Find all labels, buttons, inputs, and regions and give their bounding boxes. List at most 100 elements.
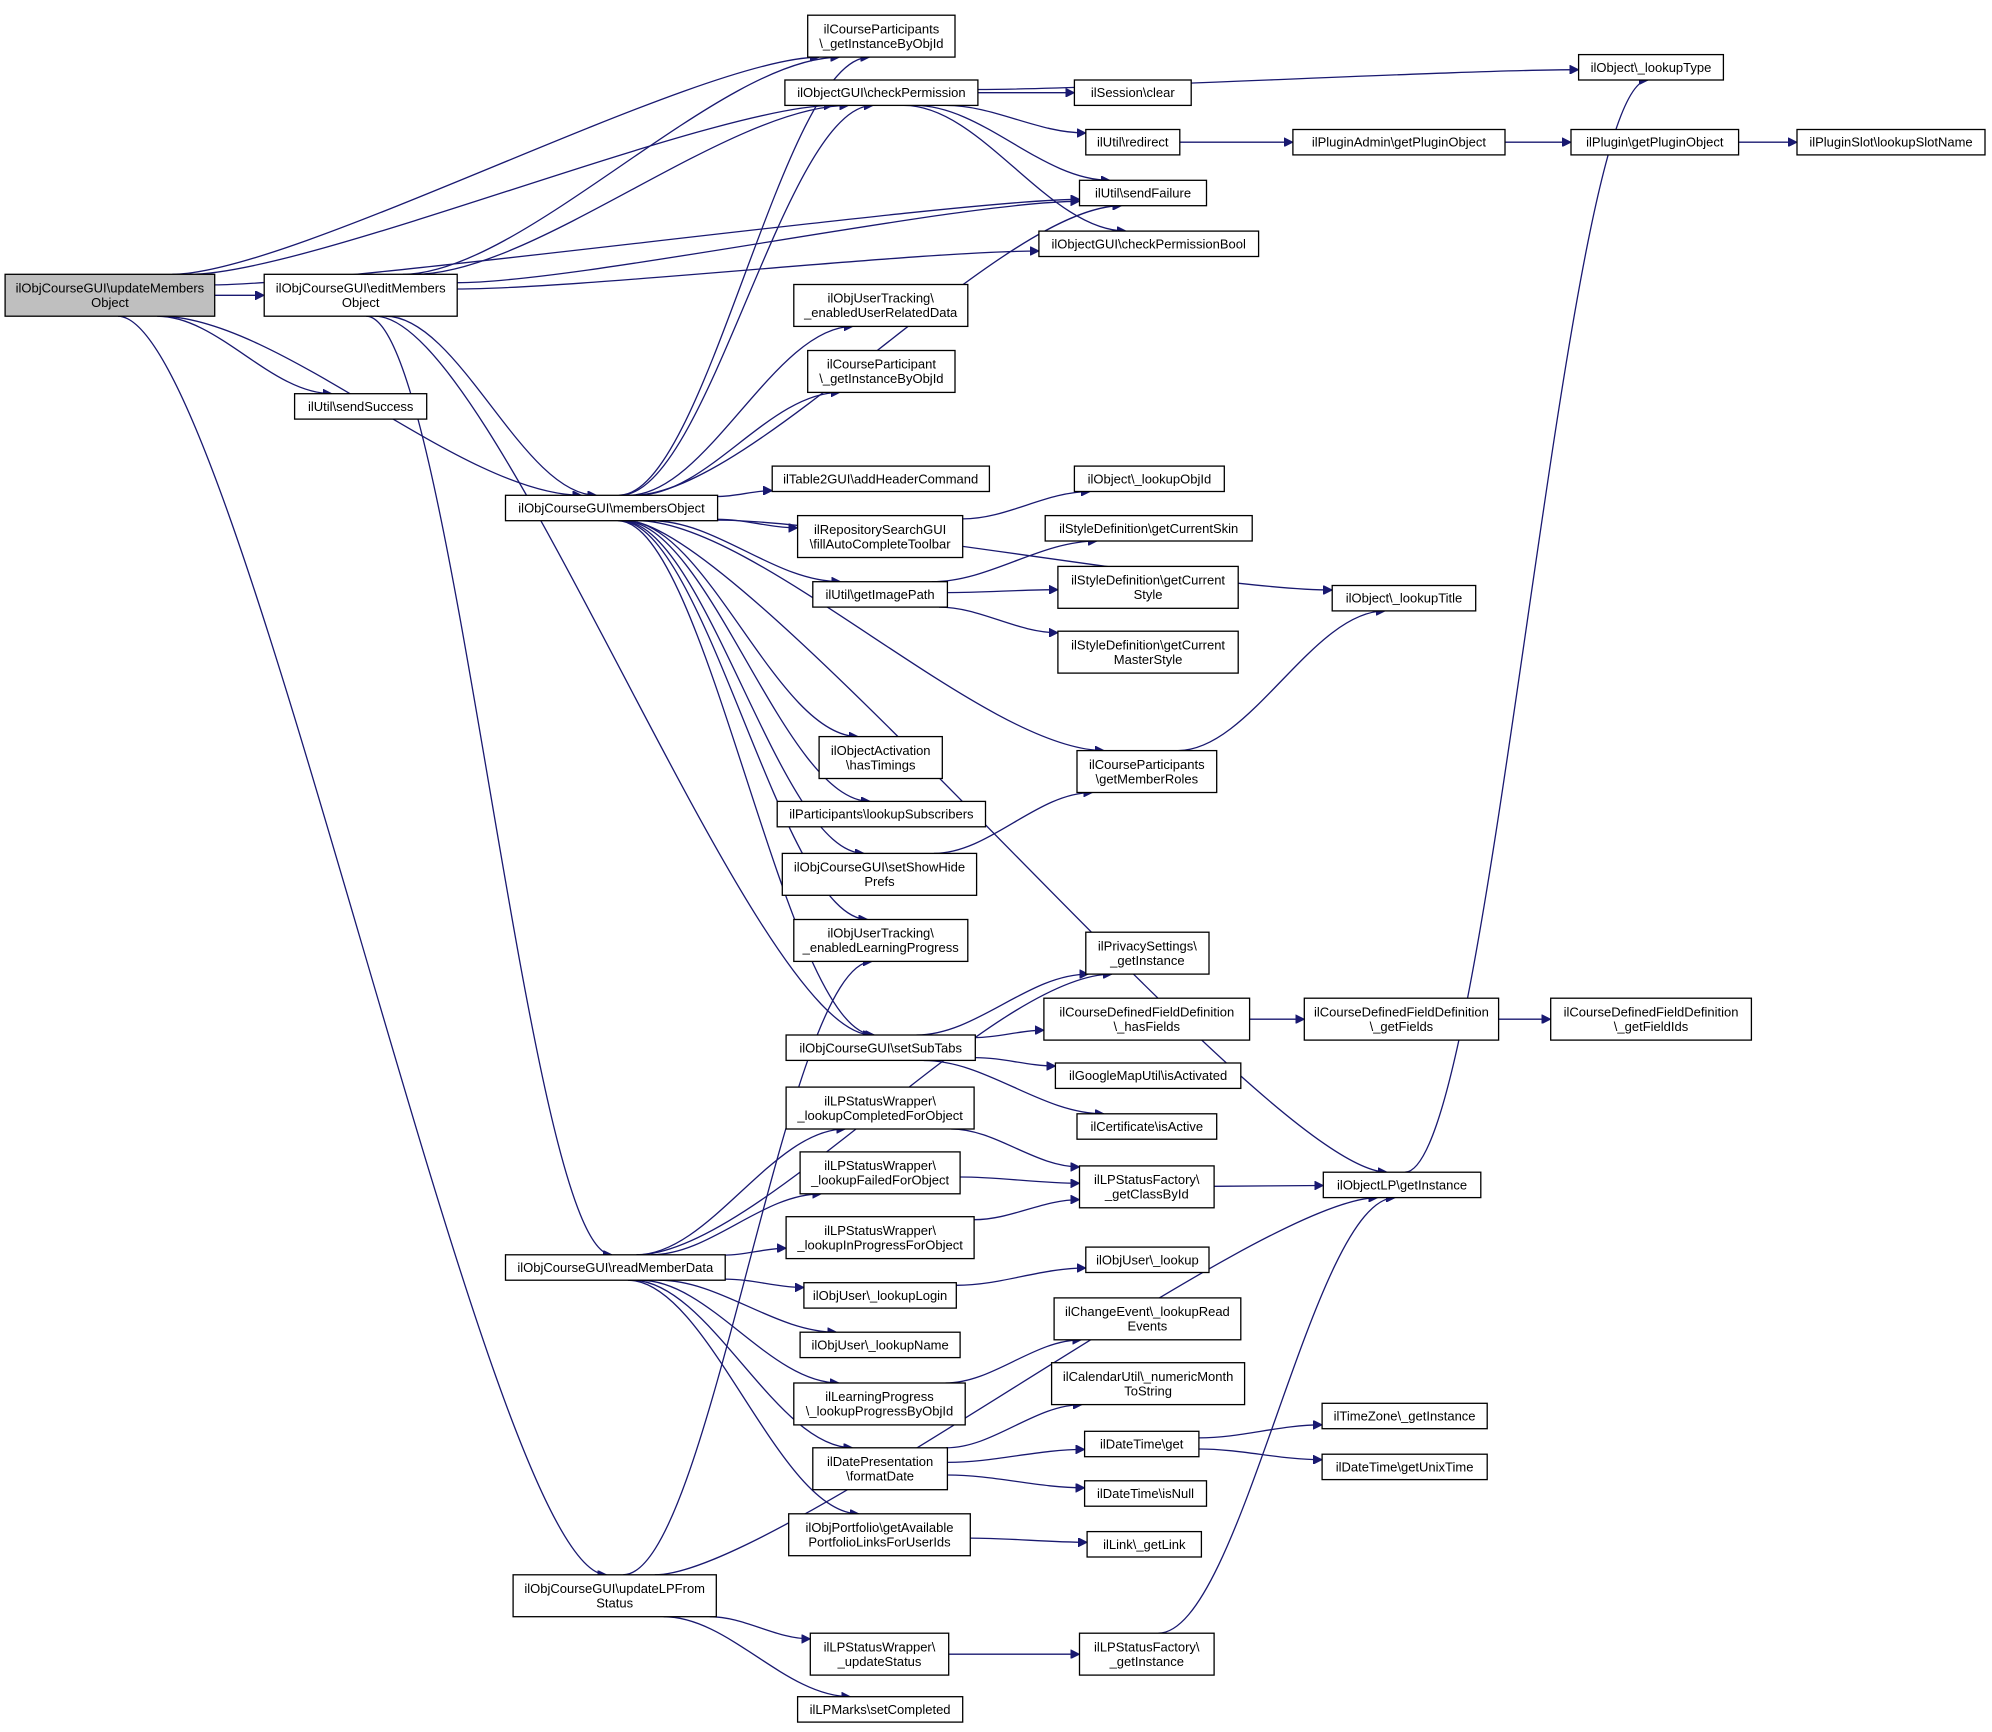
edge-n1-to-n31 bbox=[457, 251, 1039, 290]
edge-n12-to-n34 bbox=[947, 590, 1058, 593]
edge-n3-to-n50 bbox=[717, 519, 1333, 590]
function-node[interactable]: ilDateTime\getUnixTime bbox=[1321, 1453, 1488, 1481]
function-node[interactable]: ilObjectGUI\checkPermission bbox=[784, 79, 979, 107]
node-label-line: ilLPStatusWrapper\ bbox=[824, 1093, 936, 1108]
node-box bbox=[293, 393, 428, 420]
function-node[interactable]: ilLPStatusWrapper\_lookupFailedForObject bbox=[799, 1151, 961, 1195]
function-node[interactable]: ilObjectActivation\hasTimings bbox=[818, 735, 943, 780]
node-box bbox=[1078, 1165, 1215, 1209]
function-node[interactable]: ilLearningProgress\_lookupProgressByObjI… bbox=[793, 1382, 966, 1426]
function-node[interactable]: ilLPStatusFactory\_getInstance bbox=[1078, 1632, 1215, 1676]
function-node[interactable]: ilPluginSlot\lookupSlotName bbox=[1796, 128, 1986, 156]
edge-n17-to-n39 bbox=[975, 1056, 1055, 1066]
function-node[interactable]: ilObjPortfolio\getAvailablePortfolioLink… bbox=[788, 1513, 971, 1557]
edge-n4-to-n22 bbox=[658, 1279, 837, 1332]
node-label-line: ilLearningProgress bbox=[825, 1389, 934, 1404]
function-node[interactable]: ilPluginAdmin\getPluginObject bbox=[1292, 128, 1506, 156]
node-box bbox=[1085, 128, 1181, 156]
edge-n5-to-n27 bbox=[663, 1616, 851, 1697]
node-box bbox=[1073, 465, 1225, 493]
function-node[interactable]: ilObject\_lookupTitle bbox=[1331, 584, 1477, 612]
function-node[interactable]: ilLPStatusWrapper\_lookupInProgressForOb… bbox=[785, 1216, 975, 1260]
function-node[interactable]: ilLPStatusWrapper\_lookupCompletedForObj… bbox=[785, 1086, 975, 1130]
function-node[interactable]: ilGoogleMapUtil\isActivated bbox=[1054, 1062, 1242, 1090]
function-node[interactable]: ilPrivacySettings\_getInstance bbox=[1085, 931, 1210, 975]
function-node[interactable]: ilObjCourseGUI\readMemberData bbox=[504, 1254, 726, 1281]
function-node[interactable]: ilObject\_lookupType bbox=[1577, 53, 1725, 81]
function-node[interactable]: ilObjCourseGUI\membersObject bbox=[504, 494, 719, 522]
function-node[interactable]: ilCourseDefinedFieldDefinition\_getField… bbox=[1303, 997, 1500, 1041]
function-node[interactable]: ilUtil\redirect bbox=[1085, 128, 1181, 156]
edge-n1-to-n4 bbox=[366, 315, 612, 1255]
function-node[interactable]: ilObjectGUI\checkPermissionBool bbox=[1038, 230, 1260, 258]
function-node[interactable]: ilCourseParticipant\_getInstanceByObjId bbox=[807, 349, 956, 394]
function-node[interactable]: ilUtil\getImagePath bbox=[812, 581, 949, 608]
function-node[interactable]: ilObjUser\_lookupLogin bbox=[803, 1282, 957, 1309]
node-label-line: ilObject\_lookupTitle bbox=[1346, 591, 1463, 606]
function-node[interactable]: ilObjectLP\getInstance bbox=[1322, 1171, 1482, 1199]
function-node[interactable]: ilObjUserTracking\_enabledLearningProgre… bbox=[793, 918, 969, 963]
function-node[interactable]: ilLPMarks\setCompleted bbox=[796, 1696, 964, 1723]
edge-n3-to-n13 bbox=[625, 520, 858, 737]
function-node[interactable]: ilRepositorySearchGUI\fillAutoCompleteTo… bbox=[796, 514, 964, 559]
function-node[interactable]: ilTimeZone\_getInstance bbox=[1321, 1402, 1488, 1430]
node-label-line: ilCourseDefinedFieldDefinition bbox=[1314, 1004, 1489, 1019]
function-node[interactable]: ilCourseDefinedFieldDefinition\_getField… bbox=[1550, 997, 1753, 1041]
node-label-line: ilDatePresentation bbox=[827, 1454, 933, 1469]
node-label-line: _lookupFailedForObject bbox=[810, 1173, 949, 1188]
node-label-line: \_getInstanceByObjId bbox=[819, 36, 943, 51]
function-node[interactable]: ilCourseParticipants\getMemberRoles bbox=[1076, 749, 1218, 794]
edge-n3-to-n6 bbox=[618, 57, 870, 496]
function-node[interactable]: ilLink\_getLink bbox=[1086, 1530, 1203, 1558]
node-label-line: ToString bbox=[1124, 1383, 1172, 1398]
function-node[interactable]: ilDatePresentation\formatDate bbox=[812, 1447, 949, 1491]
function-node[interactable]: ilCourseDefinedFieldDefinition\_hasField… bbox=[1043, 997, 1251, 1041]
node-box bbox=[799, 1151, 961, 1195]
edge-n45-to-n54 bbox=[1198, 1448, 1322, 1460]
node-box bbox=[1078, 1632, 1215, 1676]
function-node[interactable]: ilObjUserTracking\_enabledUserRelatedDat… bbox=[793, 283, 969, 328]
node-label-line: ilObjCourseGUI\updateMembers bbox=[16, 281, 205, 296]
function-node[interactable]: ilObjUser\_lookup bbox=[1085, 1246, 1210, 1274]
function-node[interactable]: ilParticipants\lookupSubscribers bbox=[776, 800, 987, 828]
edge-n4-to-n24 bbox=[631, 1279, 853, 1448]
function-node[interactable]: ilDateTime\isNull bbox=[1083, 1480, 1208, 1507]
node-label-line: ilLPStatusWrapper\ bbox=[824, 1223, 936, 1238]
function-node[interactable]: ilLPStatusFactory\_getClassById bbox=[1078, 1165, 1215, 1209]
node-label-line: ilTable2GUI\addHeaderCommand bbox=[783, 471, 978, 486]
function-node[interactable]: ilTable2GUI\addHeaderCommand bbox=[771, 465, 991, 493]
function-node[interactable]: ilUtil\sendFailure bbox=[1078, 179, 1208, 207]
node-label-line: ilObjCourseGUI\setSubTabs bbox=[799, 1040, 962, 1055]
node-label-line: Status bbox=[596, 1596, 633, 1611]
function-node[interactable]: ilLPStatusWrapper\_updateStatus bbox=[809, 1632, 950, 1676]
function-node[interactable]: ilPlugin\getPluginObject bbox=[1570, 128, 1740, 156]
node-label-line: ilObjCourseGUI\readMemberData bbox=[517, 1260, 714, 1275]
function-node[interactable]: ilSession\clear bbox=[1073, 79, 1192, 107]
node-label-line: ilCourseParticipants bbox=[824, 21, 940, 36]
node-box bbox=[771, 465, 991, 493]
function-node[interactable]: ilObjUser\_lookupName bbox=[799, 1331, 961, 1359]
edge-n20-to-n41 bbox=[974, 1200, 1079, 1221]
node-box bbox=[796, 514, 964, 559]
node-label-line: _lookupCompletedForObject bbox=[796, 1108, 963, 1123]
function-node[interactable]: ilCertificate\isActive bbox=[1076, 1113, 1218, 1140]
edge-n41-to-n52 bbox=[1214, 1186, 1323, 1187]
function-node[interactable]: ilDateTime\get bbox=[1083, 1430, 1200, 1458]
function-node[interactable]: ilObjCourseGUI\setSubTabs bbox=[785, 1034, 976, 1062]
function-node[interactable]: ilCourseParticipants\_getInstanceByObjId bbox=[807, 14, 956, 58]
node-box bbox=[812, 581, 949, 608]
function-node[interactable]: ilStyleDefinition\getCurrentSkin bbox=[1044, 514, 1253, 542]
function-node[interactable]: ilUtil\sendSuccess bbox=[293, 393, 428, 420]
node-label-line: ilLPStatusFactory\ bbox=[1094, 1639, 1200, 1654]
node-box bbox=[809, 1632, 950, 1676]
edge-n4-to-n19 bbox=[650, 1194, 822, 1256]
function-node[interactable]: ilObject\_lookupObjId bbox=[1073, 465, 1225, 493]
